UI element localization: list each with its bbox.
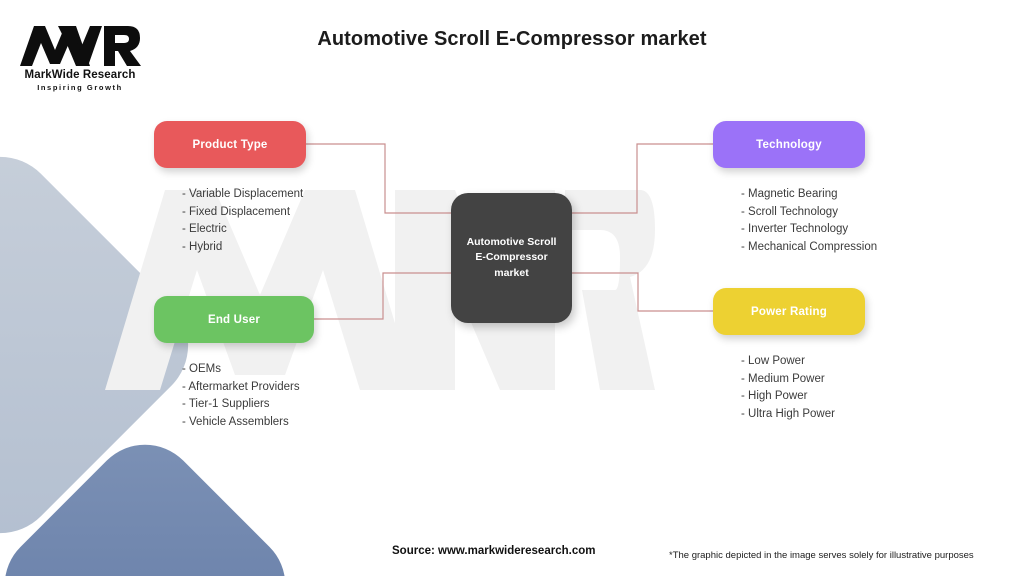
- branch-items-power-rating: - Low Power - Medium Power - High Power …: [713, 353, 865, 423]
- branch-label-product-type: Product Type: [192, 138, 268, 151]
- branch-item: - Scroll Technology: [741, 205, 838, 218]
- branch-item: - Low Power: [741, 355, 805, 367]
- page-title: Automotive Scroll E-Compressor market: [317, 28, 707, 50]
- center-node-label: Automotive Scroll E-Compressor market: [466, 236, 557, 279]
- branch-item: - Variable Displacement: [182, 188, 304, 200]
- connector-power-rating: [571, 272, 713, 312]
- branch-power-rating[interactable]: Power Rating - Low Power - Medium Power …: [713, 288, 865, 423]
- branch-item: - Aftermarket Providers: [182, 380, 300, 393]
- branch-items-end-user: - OEMs - Aftermarket Providers - Tier-1 …: [154, 361, 314, 431]
- branch-end-user[interactable]: End User - OEMs - Aftermarket Providers …: [154, 296, 314, 431]
- branch-header-product-type[interactable]: Product Type: [154, 121, 306, 168]
- branch-item: - Mechanical Compression: [741, 240, 878, 253]
- branch-label-end-user: End User: [207, 313, 261, 326]
- company-logo: MarkWide Research Inspiring Growth: [18, 24, 142, 92]
- branch-item: - Medium Power: [741, 372, 825, 385]
- connector-technology: [571, 143, 713, 214]
- branch-label-power-rating: Power Rating: [751, 305, 827, 318]
- branch-item: - Hybrid: [182, 240, 223, 253]
- branch-item: - Electric: [182, 223, 227, 235]
- branch-item: - Vehicle Assemblers: [182, 415, 289, 428]
- footer-source: Source: www.markwideresearch.com: [392, 545, 596, 557]
- branch-item: - Tier-1 Suppliers: [182, 398, 270, 410]
- branch-items-product-type: - Variable Displacement - Fixed Displace…: [154, 186, 306, 256]
- branch-header-technology[interactable]: Technology: [713, 121, 865, 168]
- branch-item: - Magnetic Bearing: [741, 188, 838, 200]
- connector-end-user: [314, 272, 452, 320]
- logo-tagline: Inspiring Growth: [37, 83, 123, 92]
- logo-company-name: MarkWide Research: [24, 69, 136, 81]
- branch-item: - Fixed Displacement: [182, 205, 291, 218]
- branch-items-technology: - Magnetic Bearing - Scroll Technology -…: [713, 186, 878, 256]
- branch-product-type[interactable]: Product Type - Variable Displacement - F…: [154, 121, 306, 256]
- branch-label-technology: Technology: [756, 138, 822, 151]
- branch-item: - Inverter Technology: [741, 223, 849, 235]
- center-node[interactable]: Automotive Scroll E-Compressor market: [451, 193, 572, 323]
- branch-technology[interactable]: Technology - Magnetic Bearing - Scroll T…: [713, 121, 878, 256]
- branch-item: - OEMs: [182, 363, 221, 375]
- footer-disclaimer: *The graphic depicted in the image serve…: [669, 550, 974, 561]
- branch-item: - High Power: [741, 390, 808, 402]
- branch-header-power-rating[interactable]: Power Rating: [713, 288, 865, 335]
- mwr-logo-mark: [20, 26, 141, 66]
- connector-product-type: [306, 143, 452, 214]
- branch-item: - Ultra High Power: [741, 407, 835, 420]
- branch-header-end-user[interactable]: End User: [154, 296, 314, 343]
